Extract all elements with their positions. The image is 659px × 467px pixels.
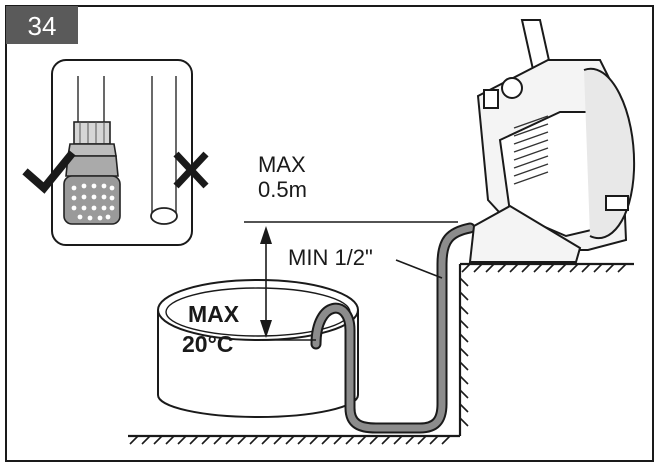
inset-panel: [22, 59, 209, 246]
pressure-washer: [468, 19, 636, 263]
figure-number: 34: [28, 11, 57, 41]
height-dimension: [244, 221, 458, 341]
max-height-value: 0.5m: [258, 177, 307, 202]
figure-frame: [5, 5, 654, 462]
upper-ground: [458, 262, 634, 436]
bare-hose-end-icon: [150, 76, 178, 225]
hose-size-leader: [395, 259, 443, 279]
cross-mark-icon: [173, 151, 209, 189]
min-hose-diameter-label: MIN 1/2": [288, 245, 373, 270]
lower-ground: [128, 434, 460, 445]
water-tub: [157, 279, 359, 418]
max-temp-title: MAX: [188, 301, 240, 327]
max-temp-value: 20°C: [182, 331, 233, 357]
strainer-icon: [63, 121, 121, 225]
supply-hose: [310, 222, 476, 434]
check-mark-icon: [22, 150, 76, 194]
max-height-title: MAX: [258, 152, 306, 177]
figure-number-badge: 34: [6, 6, 78, 44]
